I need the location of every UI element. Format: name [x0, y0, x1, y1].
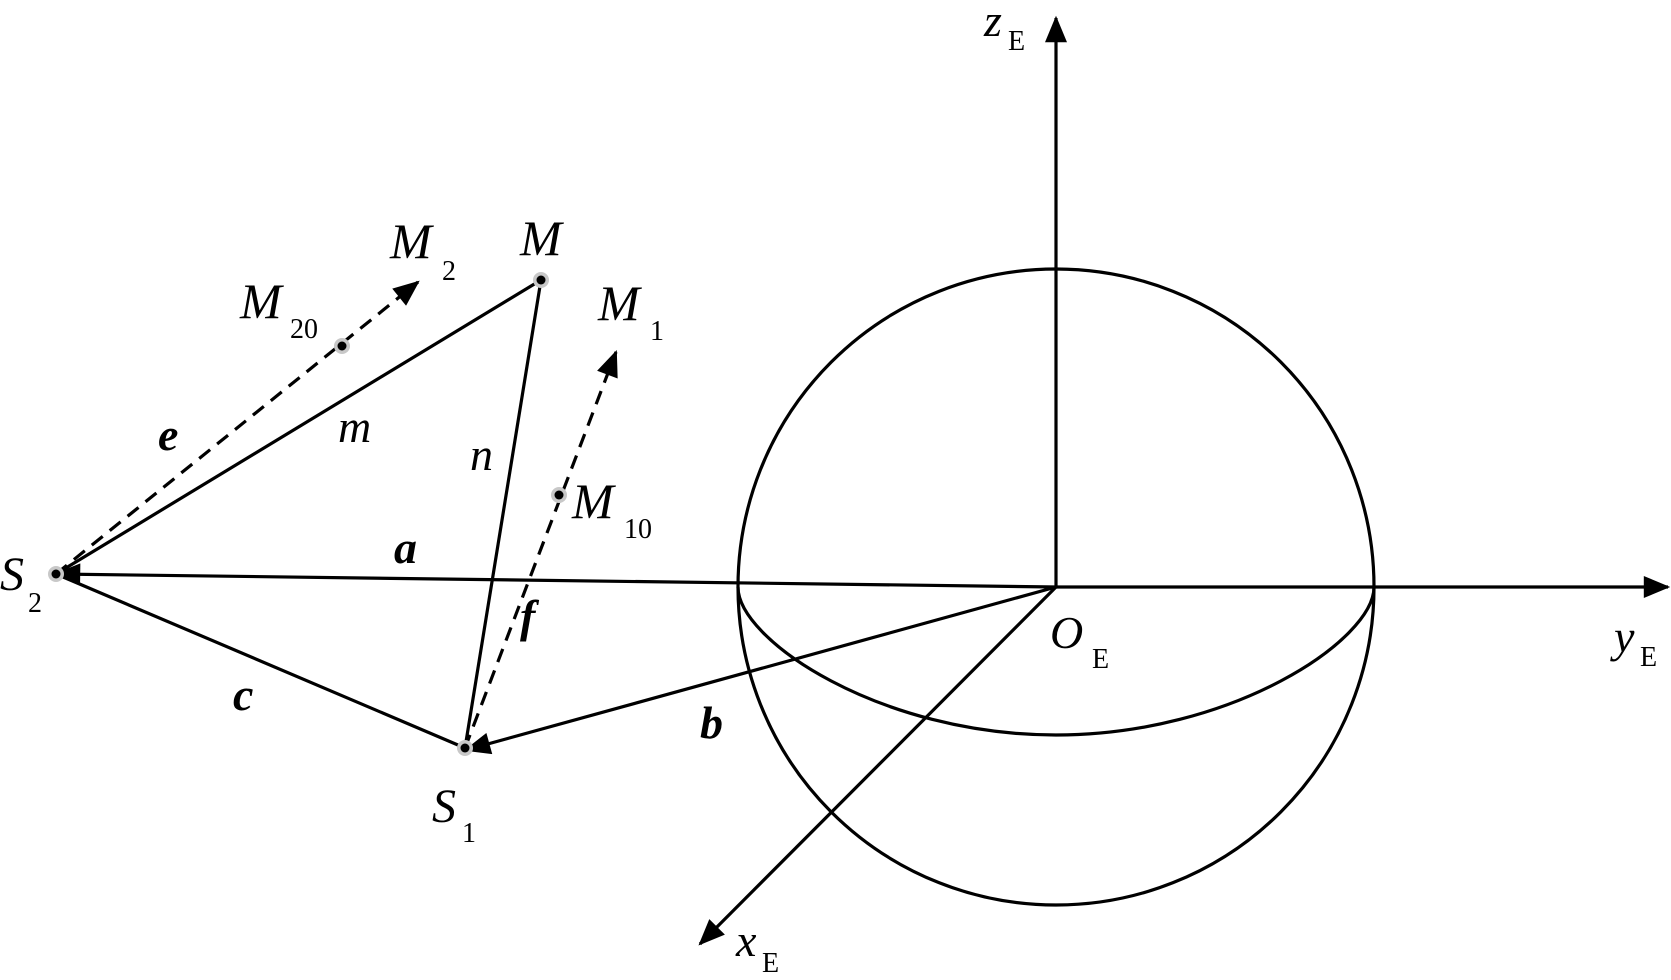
distance-m-line: [55, 278, 542, 576]
vector-e-label: e: [158, 409, 178, 460]
svg-text:E: E: [1092, 644, 1109, 675]
vector-a-label: a: [394, 522, 417, 573]
point-S2: [48, 566, 64, 582]
svg-text:S: S: [0, 548, 24, 601]
vector-f-line: [463, 349, 618, 749]
vector-a-line: [53, 563, 1057, 589]
svg-text:20: 20: [290, 314, 318, 345]
origin-label: O E: [1050, 607, 1109, 675]
distance-n-line: [463, 279, 543, 749]
svg-text:M: M: [239, 273, 284, 329]
point-M10: [551, 487, 567, 503]
svg-text:M: M: [571, 473, 616, 529]
vector-c-line: [55, 572, 466, 750]
x-axis-label: x E: [735, 915, 779, 979]
vector-e-line: [54, 280, 420, 576]
vector-f-label: f: [520, 591, 540, 642]
svg-text:M: M: [597, 275, 642, 331]
M1-label: M 1: [597, 275, 664, 347]
point-M: [533, 272, 549, 288]
distance-m-label: m: [338, 401, 371, 452]
M10-label: M 10: [571, 473, 652, 545]
svg-text:y: y: [1610, 611, 1635, 662]
point-M20: [334, 338, 350, 354]
M20-label: M 20: [239, 273, 318, 345]
svg-text:2: 2: [442, 256, 456, 287]
svg-text:2: 2: [28, 588, 42, 619]
svg-text:E: E: [1008, 26, 1025, 57]
svg-text:z: z: [983, 0, 1002, 46]
svg-text:E: E: [1640, 642, 1657, 673]
svg-text:1: 1: [650, 316, 664, 347]
vector-b-line: [463, 585, 1057, 755]
point-S1: [457, 740, 473, 756]
x-axis: [698, 585, 1058, 946]
S1-label: S 1: [432, 780, 476, 849]
svg-text:x: x: [735, 915, 757, 966]
distance-n-label: n: [470, 429, 493, 480]
M-label: M: [519, 210, 564, 266]
svg-text:1: 1: [462, 818, 476, 849]
svg-text:10: 10: [624, 514, 652, 545]
svg-text:E: E: [762, 948, 779, 979]
y-axis-label: y E: [1610, 611, 1657, 673]
svg-text:S: S: [432, 780, 456, 833]
svg-text:M: M: [519, 210, 564, 266]
svg-text:M: M: [389, 213, 434, 269]
z-axis-label: z E: [983, 0, 1025, 57]
svg-text:O: O: [1050, 607, 1083, 658]
S2-label: S 2: [0, 548, 42, 619]
M2-label: M 2: [389, 213, 456, 287]
earth-equator: [736, 586, 1376, 737]
vector-c-label: c: [233, 669, 253, 720]
vector-b-label: b: [700, 697, 723, 748]
